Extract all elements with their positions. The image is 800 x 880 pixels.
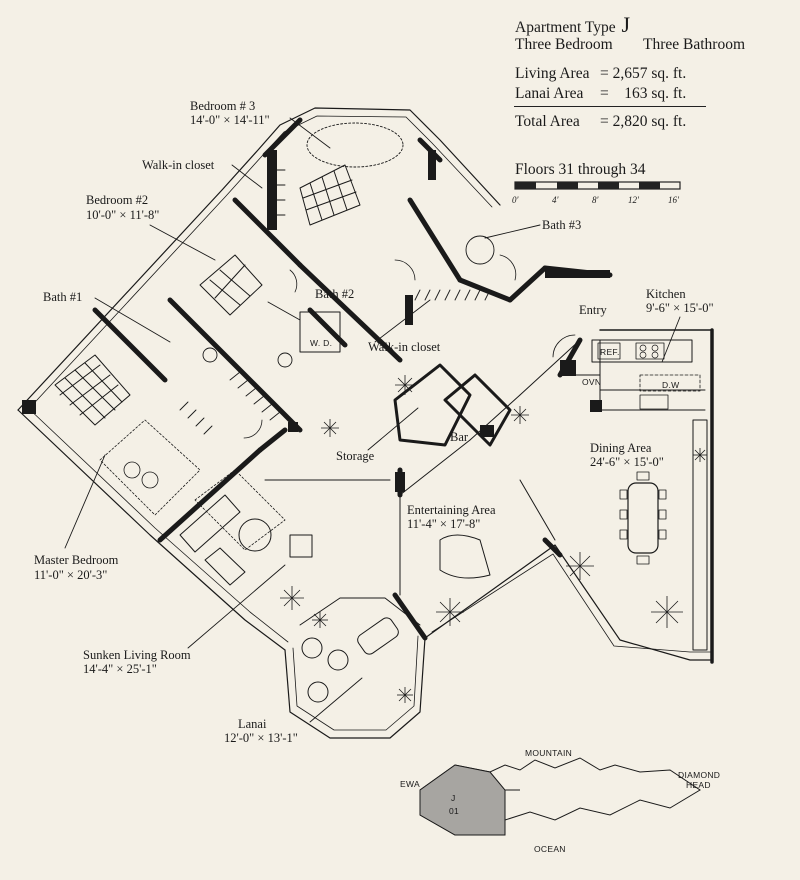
apartment-type-label: Apartment Type [515,19,616,36]
keyplan-mountain: MOUNTAIN [525,748,573,758]
dishwasher-label: D.W [662,380,680,390]
bathroom-count: Three Bathroom [643,36,746,53]
bath1-label: Bath #1 [43,290,83,304]
keyplan-head: HEAD [686,780,711,790]
entry-label: Entry [579,303,607,317]
bedroom2-label: Bedroom #2 [86,193,149,207]
keyplan-ewa: EWA [400,779,420,789]
scale-tick-4: 4' [552,195,559,205]
oven-label: OVN [582,377,602,387]
dining-size: 24'-6" × 15'-0" [590,455,664,469]
keyplan-unit-number: 01 [449,806,460,816]
apartment-type-letter: J [621,12,631,37]
bedroom2-size: 10'-0" × 11'-8" [86,208,160,222]
bath3-label: Bath #3 [542,218,582,232]
total-area-value: = 2,820 sq. ft. [600,113,687,130]
master-bedroom-label: Master Bedroom [34,553,119,567]
keyplan-diamond: DIAMOND [678,770,721,780]
scale-tick-12: 12' [628,195,639,205]
scale-tick-8: 8' [592,195,599,205]
dining-label: Dining Area [590,441,652,455]
entertaining-label: Entertaining Area [407,503,496,517]
walkin-closet-2-label: Walk-in closet [368,340,441,354]
scale-tick-0: 0' [512,195,519,205]
bar-label: Bar [450,430,469,444]
living-area-label: Living Area [515,65,590,82]
lanai-area-value: = 163 sq. ft. [600,85,687,102]
keyplan-unit-letter: J [451,793,456,803]
bath2-label: Bath #2 [315,287,355,301]
floors-label: Floors 31 through 34 [515,161,646,178]
lanai-area-label: Lanai Area [515,85,584,102]
living-area-value: = 2,657 sq. ft. [600,65,687,82]
lanai-label: Lanai [238,717,267,731]
storage-label: Storage [336,449,375,463]
master-bedroom-size: 11'-0" × 20'-3" [34,568,108,582]
total-area-label: Total Area [515,113,580,130]
bedroom3-size: 14'-0" × 14'-11" [190,113,270,127]
living-room-size: 14'-4" × 25'-1" [83,662,157,676]
lanai-size: 12'-0" × 13'-1" [224,731,298,745]
kitchen-size: 9'-6" × 15'-0" [646,301,714,315]
living-room-label: Sunken Living Room [83,648,191,662]
bedroom-count: Three Bedroom [515,36,613,53]
key-plan-outline [419,757,701,836]
entertaining-size: 11'-4" × 17'-8" [407,517,481,531]
keyplan-ocean: OCEAN [534,844,566,854]
washer-dryer-label: W. D. [310,338,333,348]
scale-tick-16: 16' [668,195,679,205]
total-rule [514,106,706,107]
refrigerator-label: REF. [600,347,620,357]
kitchen-label: Kitchen [646,287,686,301]
walkin-closet-1-label: Walk-in closet [142,158,215,172]
bedroom3-label: Bedroom # 3 [190,99,256,113]
apartment-type-title: Apartment Type J [515,12,631,37]
